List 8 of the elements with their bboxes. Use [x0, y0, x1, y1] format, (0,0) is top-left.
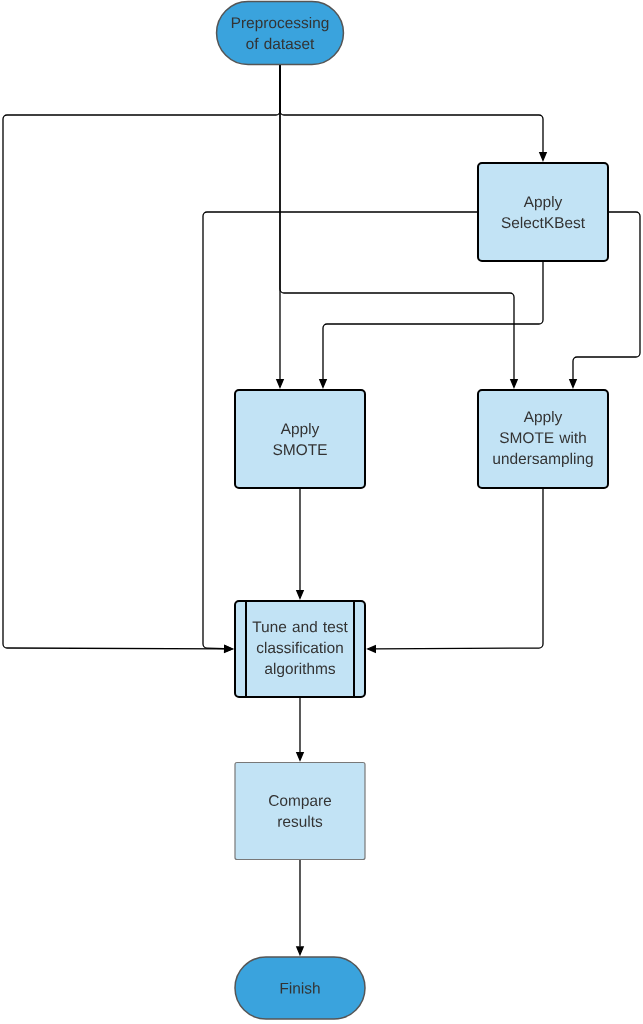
predefined-process-box: Tune and test classification algorithms — [234, 599, 366, 699]
process-box: Apply SelectKBest — [477, 162, 609, 262]
process-box: Apply SMOTE with undersampling — [477, 389, 609, 489]
process-box: Apply SMOTE — [234, 389, 366, 489]
arrow — [202, 211, 478, 653]
process-box: Compare results — [234, 761, 366, 861]
terminal-node: Finish — [234, 956, 366, 1020]
terminal-node: Preprocessing of dataset — [215, 0, 345, 66]
